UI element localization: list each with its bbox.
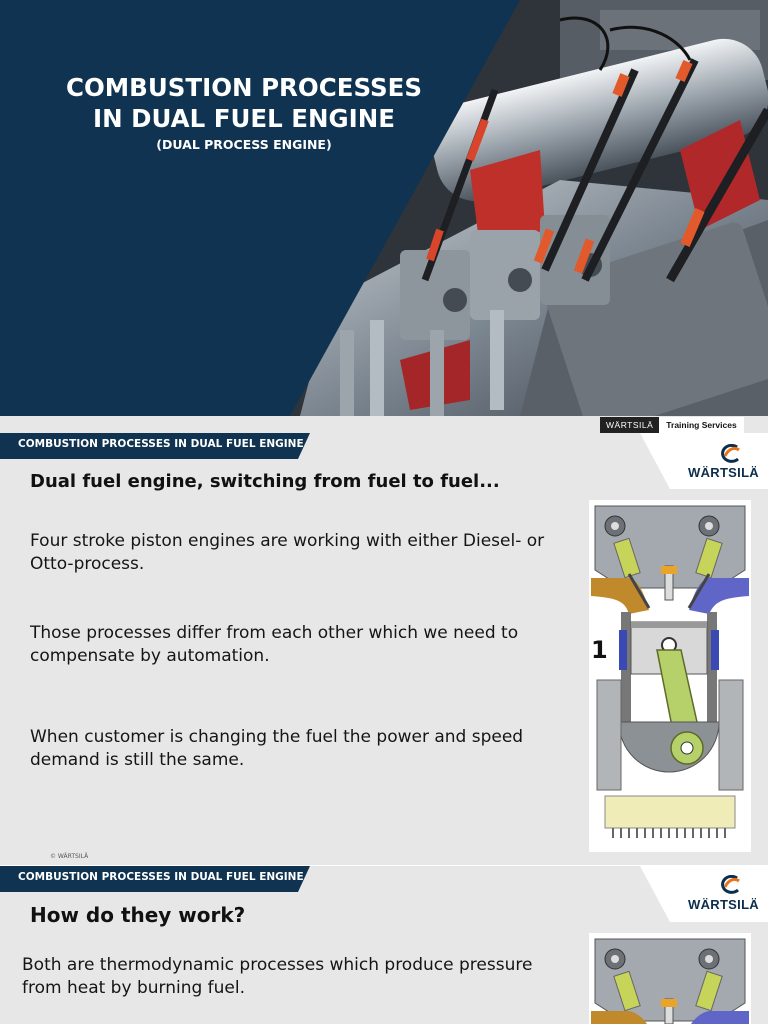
copyright: © WÄRTSILÄ [50, 853, 89, 860]
wartsila-logo-icon [721, 875, 740, 894]
cover-title: COMBUSTION PROCESSES IN DUAL FUEL ENGINE [20, 72, 468, 134]
section-banner-text: COMBUSTION PROCESSES IN DUAL FUEL ENGINE [18, 871, 304, 883]
paragraph-3: When customer is changing the fuel the p… [30, 727, 524, 770]
engine-photo [290, 0, 768, 416]
cover-slide: COMBUSTION PROCESSES IN DUAL FUEL ENGINE… [0, 0, 768, 416]
engine-cross-section-diagram [589, 933, 751, 1024]
slide-separator [0, 865, 768, 866]
section-banner [0, 866, 310, 892]
diagram-stroke-label: 1 [591, 636, 608, 664]
wartsila-logo-text: WÄRTSILÄ [688, 465, 759, 480]
logo-card [640, 866, 768, 922]
wartsila-logo-icon [721, 444, 740, 463]
logo-card [640, 433, 768, 489]
wartsila-logo-text: WÄRTSILÄ [688, 897, 759, 912]
brand-strip: WÄRTSILÄ Training Services [600, 417, 744, 433]
paragraph-2: Those processes differ from each other w… [30, 623, 519, 666]
slide-heading: Dual fuel engine, switching from fuel to… [30, 471, 500, 492]
brand-name: WÄRTSILÄ [600, 417, 660, 433]
cover-subtitle: (DUAL PROCESS ENGINE) [156, 137, 332, 152]
cover-title-line-1: COMBUSTION PROCESSES [65, 73, 423, 102]
brand-training-services: Training Services [659, 417, 744, 433]
paragraph-1: Four stroke piston engines are working w… [30, 531, 545, 574]
content-slide-2: COMBUSTION PROCESSES IN DUAL FUEL ENGINE… [0, 866, 768, 1024]
cover-title-line-2: IN DUAL FUEL ENGINE [93, 104, 395, 133]
paragraph-1: Both are thermodynamic processes which p… [22, 955, 533, 998]
slide-heading: How do they work? [30, 903, 246, 927]
engine-cross-section-diagram: 1 [589, 500, 751, 852]
section-banner-text: COMBUSTION PROCESSES IN DUAL FUEL ENGINE [18, 438, 304, 450]
section-banner [0, 433, 310, 459]
content-slide-1: COMBUSTION PROCESSES IN DUAL FUEL ENGINE… [0, 433, 768, 865]
